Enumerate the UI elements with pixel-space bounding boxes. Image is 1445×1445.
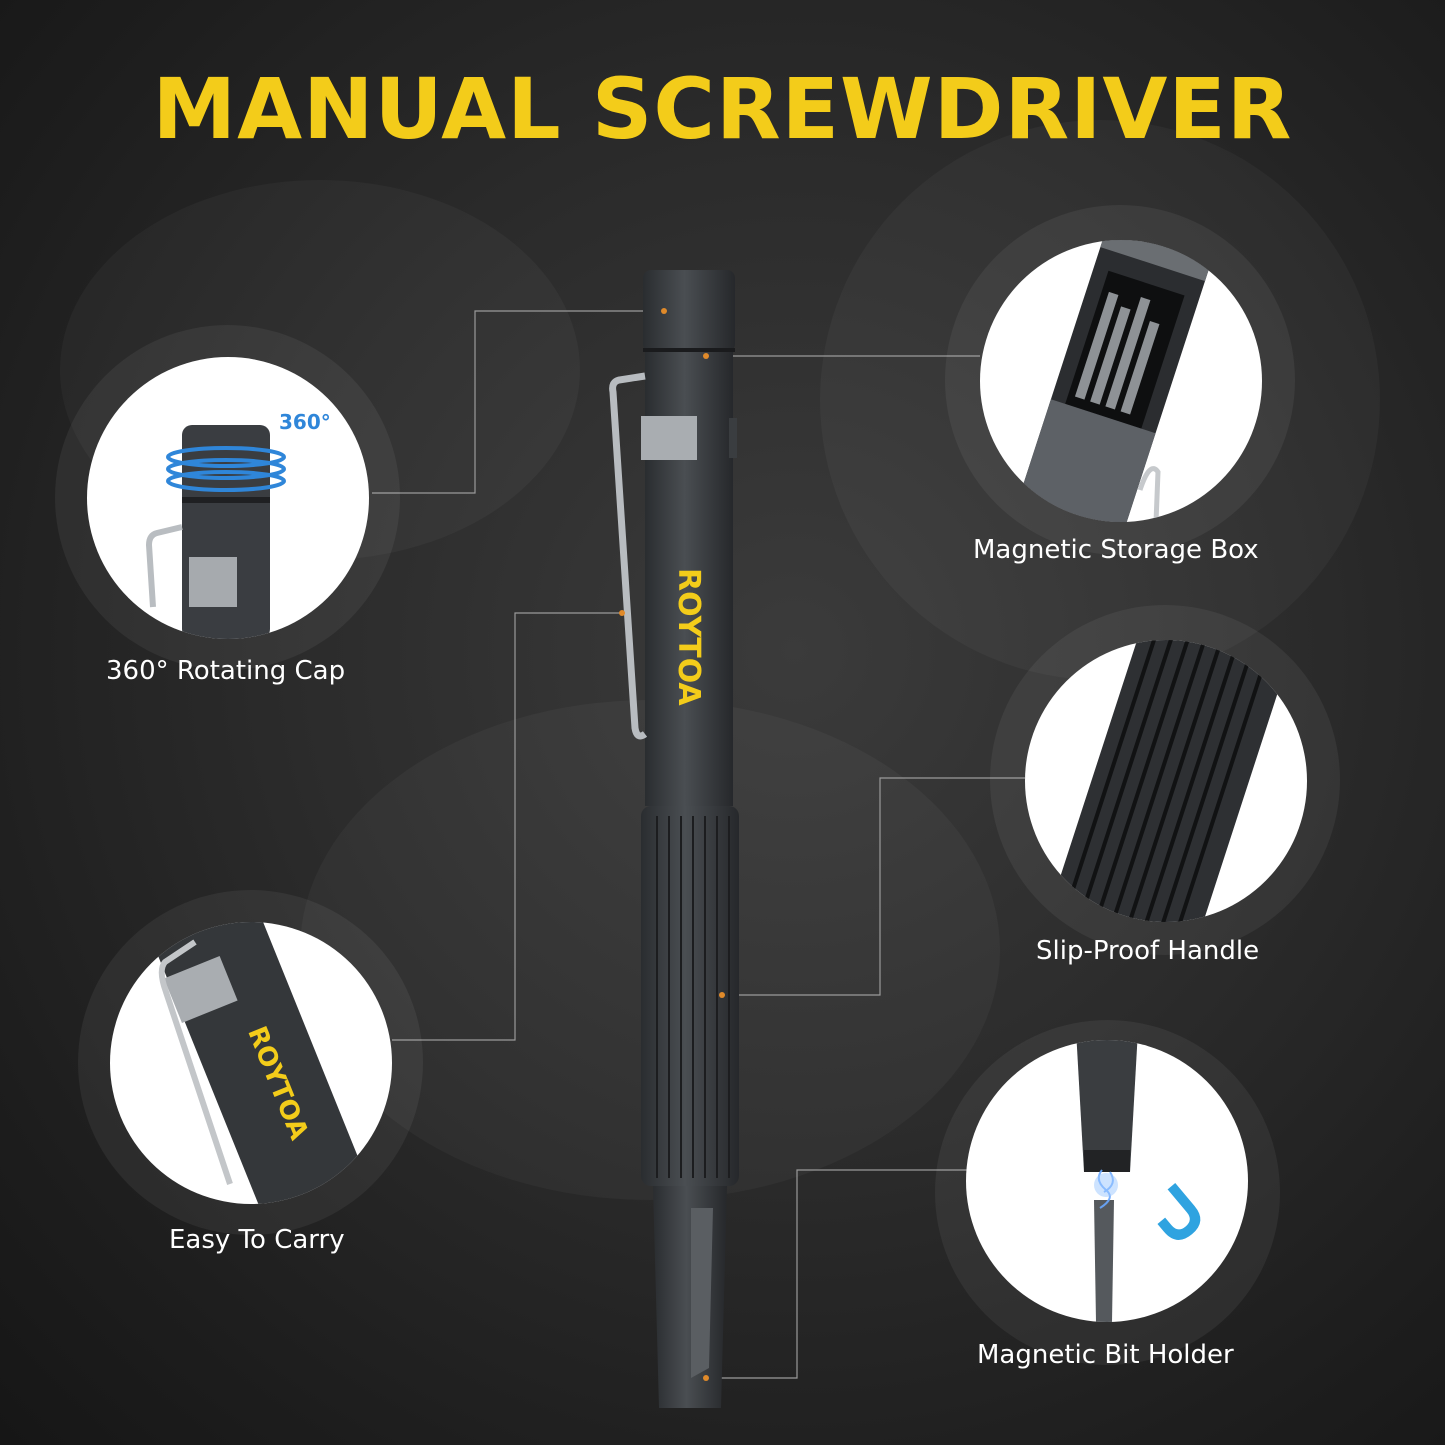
screwdriver-cap xyxy=(643,270,735,352)
handle-label: Slip-Proof Handle xyxy=(1036,936,1260,966)
storage-box-label: Magnetic Storage Box xyxy=(973,535,1259,565)
easy-carry-label: Easy To Carry xyxy=(169,1225,345,1255)
pocket-clip xyxy=(609,372,648,740)
rotation-badge: 360° xyxy=(279,410,331,434)
rotating-cap-label: 360° Rotating Cap xyxy=(106,656,346,686)
easy-carry-image: ROYTOA xyxy=(110,922,392,1204)
connector-easy-carry xyxy=(392,612,622,1041)
storage-box-image xyxy=(980,240,1262,522)
screwdriver-handle xyxy=(641,806,739,1186)
connector-handle xyxy=(722,777,1025,996)
screwdriver-image: ROYTOA xyxy=(609,270,739,1408)
bit-holder-image xyxy=(966,1040,1248,1322)
screwdriver-tip xyxy=(653,1186,727,1408)
connector-rotating-cap xyxy=(372,310,664,494)
rotate-arrows-icon xyxy=(166,446,286,492)
handle-image xyxy=(1025,640,1307,922)
connector-bit-holder xyxy=(706,1169,968,1379)
rotating-cap-image: 360° xyxy=(87,357,369,639)
bit-holder-label: Magnetic Bit Holder xyxy=(977,1340,1234,1370)
brand-logo: ROYTOA xyxy=(671,568,706,706)
magnet-icon xyxy=(1157,1182,1201,1240)
page-title: MANUAL SCREWDRIVER xyxy=(152,60,1293,158)
